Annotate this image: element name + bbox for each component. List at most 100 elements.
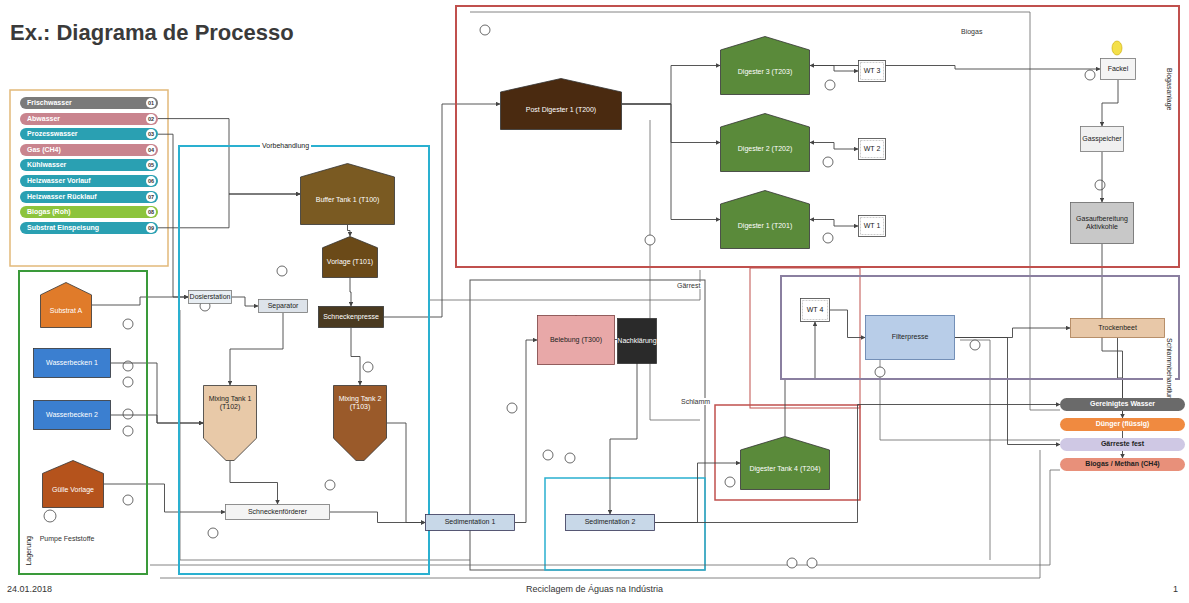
node-label: Separator bbox=[268, 302, 299, 310]
stream-key: Frischwasser 01 bbox=[20, 97, 158, 109]
node-label: Pumpe Feststoffe bbox=[40, 535, 95, 543]
node-label: Post Digester 1 (T200) bbox=[526, 106, 596, 114]
process-region: SchlammbehandlungWT 4FilterpresseTrocken… bbox=[780, 275, 1180, 380]
conical-tank: Mixing Tank 1 (T102) bbox=[203, 385, 257, 461]
node-outline bbox=[42, 460, 104, 508]
node-label: Prozesswasser bbox=[27, 130, 78, 138]
pipe-connector bbox=[330, 512, 425, 523]
process-box: Gasspeicher bbox=[1080, 126, 1124, 152]
node-outline bbox=[322, 236, 378, 278]
node-label: Dünger (flüssig) bbox=[1096, 420, 1150, 428]
pump-label: Pumpe Feststoffe bbox=[30, 528, 104, 550]
pipe-connector bbox=[622, 104, 720, 220]
footer-caption: Reciclagem de Águas na Indústria bbox=[400, 584, 789, 594]
free-label: Gärrest bbox=[676, 282, 701, 289]
node-label: Substrat A bbox=[50, 307, 82, 315]
node-label: Schneckenpresse bbox=[323, 313, 379, 321]
process-box: Wasserbecken 2 bbox=[33, 400, 111, 430]
node-label: Sedimentation 1 bbox=[445, 518, 496, 526]
process-region: BiogasanlagePost Digester 1 (T200)Digest… bbox=[455, 5, 1180, 268]
process-box: Belebung (T300) bbox=[537, 315, 615, 365]
pipe-connector bbox=[955, 328, 1070, 338]
node-label: Gärreste fest bbox=[1101, 440, 1144, 448]
node-label: WT 3 bbox=[864, 67, 881, 75]
tank-vessel: Digester Tank 4 (T204) bbox=[740, 436, 830, 490]
pipe-connector bbox=[955, 338, 1060, 445]
pipe-connector bbox=[810, 220, 858, 227]
node-label: Gas (CH4) bbox=[27, 146, 61, 154]
node-outline bbox=[720, 190, 810, 249]
pipe-connector bbox=[111, 363, 203, 423]
process-box: Separator bbox=[258, 299, 308, 313]
pump-symbol bbox=[44, 25, 1105, 568]
heat-exchanger: WT 3 bbox=[858, 60, 886, 82]
node-label: Kühlwasser bbox=[27, 161, 66, 169]
stream-number: 07 bbox=[146, 192, 156, 202]
digester-frame bbox=[750, 268, 860, 408]
pipe-connector bbox=[351, 328, 360, 385]
heat-exchanger: WT 2 bbox=[858, 138, 886, 160]
stream-key: Prozesswasser03 bbox=[20, 128, 158, 140]
node-label: Substrat Einspeisung bbox=[27, 224, 99, 232]
output-stream: Biogas / Methan (CH4) bbox=[1060, 458, 1185, 471]
node-label: Wasserbecken 2 bbox=[46, 411, 98, 419]
pipe-connector bbox=[810, 143, 858, 150]
process-box: Schneckenförderer bbox=[225, 504, 330, 520]
process-box: Wasserbecken 1 bbox=[33, 348, 111, 378]
node-outline bbox=[500, 78, 622, 130]
node-label: Wasserbecken 1 bbox=[46, 359, 98, 367]
node-label: Frischwasser bbox=[27, 99, 72, 107]
pipe-connector bbox=[104, 484, 225, 512]
tank-vessel: Post Digester 1 (T200) bbox=[500, 78, 622, 130]
stream-number: 01 bbox=[146, 98, 156, 108]
node-label: Belebung (T300) bbox=[550, 336, 602, 344]
region-label: Vorbehandlung bbox=[260, 141, 311, 151]
node-label: Digester Tank 4 (T204) bbox=[749, 465, 820, 473]
pipe-connector bbox=[232, 297, 258, 306]
pipe-connector bbox=[230, 313, 283, 385]
process-box: Dosierstation bbox=[188, 290, 232, 304]
tank-vessel: Gülle Vorlage bbox=[42, 460, 104, 508]
free-label: 1 bbox=[1172, 584, 1179, 594]
stream-key: Gas (CH4) 04 bbox=[20, 144, 158, 156]
pipe-connector bbox=[348, 225, 351, 236]
stream-key: Substrat Einspeisung 09 bbox=[20, 222, 158, 234]
process-region: VorbehandlungBuffer Tank 1 (T100)Vorlage… bbox=[178, 145, 430, 575]
stream-number: 04 bbox=[146, 145, 156, 155]
process-box: Gasaufbereitung Aktivkohle bbox=[1070, 202, 1134, 244]
node-label: Heizwasser Vorlauf bbox=[27, 177, 91, 185]
input-frame bbox=[10, 90, 168, 266]
heat-exchanger: WT 1 bbox=[858, 215, 886, 237]
node-label: Mixing Tank 2 (T103) bbox=[336, 395, 384, 411]
pipe-connector bbox=[810, 66, 1100, 70]
stream-number: 09 bbox=[146, 223, 156, 233]
output-stream: Dünger (flüssig) bbox=[1060, 418, 1185, 431]
stream-key: Abwasser02 bbox=[20, 113, 158, 125]
free-label: Schlamm bbox=[680, 398, 711, 405]
stream-key: Heizwasser Vorlauf06 bbox=[20, 175, 158, 187]
node-label: Biogas (Roh) bbox=[27, 208, 71, 216]
node-label: Abwasser bbox=[27, 115, 60, 123]
process-box: Fackel bbox=[1100, 58, 1136, 80]
digester-frame bbox=[715, 405, 860, 500]
pipe-connector bbox=[810, 66, 858, 72]
pipe-lines bbox=[150, 12, 1060, 578]
node-label: Buffer Tank 1 (T100) bbox=[316, 196, 380, 204]
stream-key: Kühlwasser05 bbox=[20, 159, 158, 171]
sedimentation-basin: Sedimentation 2 bbox=[565, 514, 655, 531]
pipe-connector bbox=[92, 297, 188, 305]
output-stream: Gärreste fest bbox=[1060, 438, 1185, 451]
output-stream: Gereinigtes Wasser bbox=[1060, 398, 1185, 411]
node-label: Schneckenförderer bbox=[248, 508, 307, 516]
stream-key: Biogas (Roh)08 bbox=[20, 206, 158, 218]
process-box: Trockenbeet bbox=[1070, 318, 1165, 338]
region-label: Lagerung bbox=[23, 535, 35, 567]
node-label: WT 4 bbox=[807, 306, 824, 314]
pipe-connector bbox=[622, 66, 720, 105]
free-label: Biogas bbox=[960, 28, 983, 35]
pipe-connector bbox=[515, 340, 537, 523]
node-outline bbox=[720, 113, 810, 172]
node-label: Gereinigtes Wasser bbox=[1090, 400, 1155, 408]
node-label: Trockenbeet bbox=[1098, 324, 1137, 332]
pipe-connector bbox=[111, 415, 203, 423]
